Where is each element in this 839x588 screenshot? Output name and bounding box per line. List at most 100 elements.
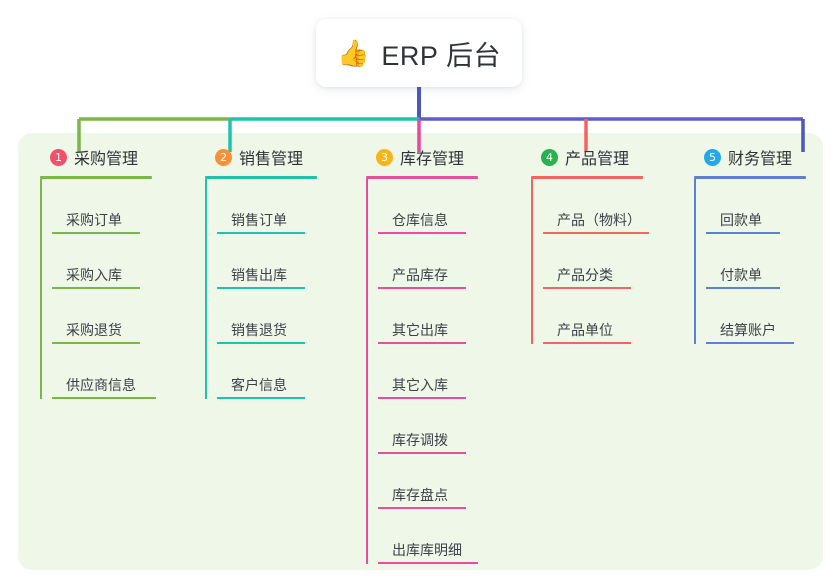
leaf-item-label: 库存调拨 [392, 432, 448, 448]
branch-number-badge: 5 [704, 148, 721, 166]
branch-title: 销售管理 [239, 151, 304, 168]
branch-spine [40, 179, 42, 399]
leaf-item-label: 产品库存 [392, 267, 448, 283]
leaf-item[interactable]: 采购入库 [52, 234, 152, 289]
leaf-item-underline [217, 232, 305, 234]
branch-leaf-list: 产品（物料） 产品分类产品单位 [531, 179, 649, 344]
leaf-item-label: 付款单 [720, 267, 762, 283]
leaf-item-underline [217, 397, 305, 399]
leaf-item[interactable]: 回款单 [706, 179, 806, 234]
leaf-item[interactable]: 销售出库 [217, 234, 317, 289]
leaf-item-underline [543, 342, 631, 344]
leaf-item-label: 回款单 [720, 212, 762, 228]
leaf-item-underline [378, 397, 466, 399]
branch-column-5[interactable]: 5 财务管理回款单付款单结算账户 [694, 146, 806, 344]
leaf-item[interactable]: 采购订单 [52, 179, 152, 234]
branch-header-5[interactable]: 5 财务管理 [694, 146, 806, 168]
leaf-item[interactable]: 库存盘点 [378, 454, 478, 509]
leaf-item[interactable]: 销售退货 [217, 289, 317, 344]
branch-number-badge: 1 [50, 148, 67, 166]
leaf-item[interactable]: 仓库信息 [378, 179, 478, 234]
leaf-item-underline [706, 287, 780, 289]
leaf-item-label: 销售出库 [231, 267, 287, 283]
branch-number-badge: 2 [215, 148, 232, 166]
leaf-item[interactable]: 销售订单 [217, 179, 317, 234]
leaf-item[interactable]: 产品分类 [543, 234, 643, 289]
leaf-item[interactable]: 其它出库 [378, 289, 478, 344]
leaf-item-underline [378, 232, 466, 234]
branch-spine [366, 179, 368, 564]
branch-column-4[interactable]: 4 产品管理产品（物料） 产品分类产品单位 [531, 146, 649, 344]
leaf-item[interactable]: 出库库明细 [378, 509, 478, 564]
leaf-item-label: 结算账户 [720, 322, 776, 338]
leaf-item[interactable]: 供应商信息 [52, 344, 156, 399]
leaf-item-label: 产品分类 [557, 267, 613, 283]
leaf-item-label: 销售订单 [231, 212, 287, 228]
leaf-item-underline [52, 342, 140, 344]
branch-number-badge: 4 [541, 148, 558, 166]
leaf-item[interactable]: 产品单位 [543, 289, 643, 344]
leaf-item-underline [706, 342, 794, 344]
branch-column-2[interactable]: 2 销售管理销售订单销售出库销售退货客户信息 [205, 146, 317, 399]
branch-title: 财务管理 [728, 151, 793, 168]
branch-header-2[interactable]: 2 销售管理 [205, 146, 317, 168]
leaf-item-label: 其它入库 [392, 377, 448, 393]
content-panel [18, 133, 823, 570]
branch-title: 采购管理 [74, 151, 139, 168]
leaf-item[interactable]: 付款单 [706, 234, 806, 289]
branch-title: 产品管理 [565, 151, 630, 168]
leaf-item-underline [378, 562, 478, 564]
leaf-item[interactable]: 客户信息 [217, 344, 317, 399]
branch-header-underline [531, 176, 643, 179]
branch-leaf-list: 采购订单采购入库采购退货供应商信息 [40, 179, 156, 399]
leaf-item-label: 出库库明细 [392, 542, 462, 558]
leaf-item[interactable]: 库存调拨 [378, 399, 478, 454]
leaf-item[interactable]: 产品库存 [378, 234, 478, 289]
branch-number-badge: 3 [376, 148, 393, 166]
branch-column-3[interactable]: 3 库存管理仓库信息产品库存其它出库其它入库库存调拨库存盘点出库库明细 [366, 146, 478, 564]
branch-header-underline [205, 176, 317, 179]
branch-header-4[interactable]: 4 产品管理 [531, 146, 643, 168]
leaf-item[interactable]: 采购退货 [52, 289, 152, 344]
leaf-item-label: 采购订单 [66, 212, 122, 228]
branch-header-underline [40, 176, 152, 179]
branch-header-3[interactable]: 3 库存管理 [366, 146, 478, 168]
branch-leaf-list: 回款单付款单结算账户 [694, 179, 806, 344]
leaf-item-underline [378, 507, 466, 509]
root-node-title: ERP 后台 [381, 40, 501, 71]
leaf-item[interactable]: 其它入库 [378, 344, 478, 399]
leaf-item-label: 销售退货 [231, 322, 287, 338]
leaf-item-underline [217, 342, 305, 344]
leaf-item-label: 仓库信息 [392, 212, 448, 228]
branch-header-underline [366, 176, 478, 179]
branch-leaf-list: 销售订单销售出库销售退货客户信息 [205, 179, 317, 399]
leaf-item-underline [52, 232, 140, 234]
leaf-item-label: 采购退货 [66, 322, 122, 338]
thumbs-up-icon: 👍 [337, 38, 370, 68]
leaf-item-label: 其它出库 [392, 322, 448, 338]
leaf-item-underline [378, 342, 466, 344]
leaf-item-underline [543, 232, 649, 234]
leaf-item-label: 产品单位 [557, 322, 613, 338]
leaf-item[interactable]: 产品（物料） [543, 179, 649, 234]
leaf-item-label: 产品（物料） [557, 212, 641, 228]
branch-title: 库存管理 [400, 151, 465, 168]
leaf-item[interactable]: 结算账户 [706, 289, 806, 344]
branch-spine [531, 179, 533, 344]
leaf-item-label: 采购入库 [66, 267, 122, 283]
root-node-content: 👍 ERP 后台 [337, 34, 501, 73]
branch-header-underline [694, 176, 806, 179]
leaf-item-underline [378, 287, 466, 289]
branch-column-1[interactable]: 1 采购管理采购订单采购入库采购退货供应商信息 [40, 146, 156, 399]
leaf-item-underline [543, 287, 631, 289]
leaf-item-label: 库存盘点 [392, 487, 448, 503]
leaf-item-underline [378, 452, 466, 454]
leaf-item-underline [217, 287, 305, 289]
leaf-item-underline [52, 397, 156, 399]
branch-leaf-list: 仓库信息产品库存其它出库其它入库库存调拨库存盘点出库库明细 [366, 179, 478, 564]
root-node-card[interactable]: 👍 ERP 后台 [316, 19, 522, 87]
branch-header-1[interactable]: 1 采购管理 [40, 146, 152, 168]
leaf-item-label: 供应商信息 [66, 377, 136, 393]
